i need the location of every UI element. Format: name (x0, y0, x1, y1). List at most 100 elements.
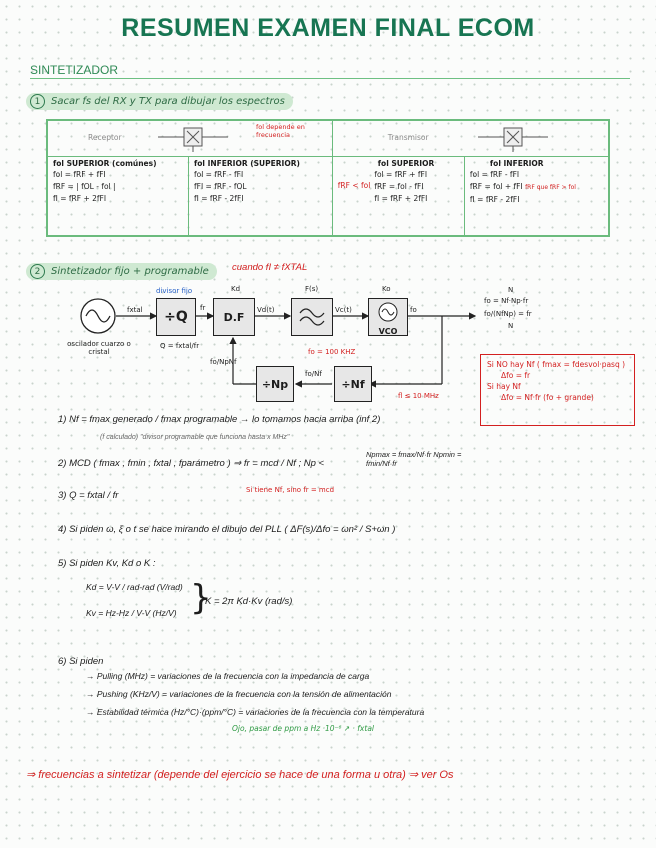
item-2-number: 2 (30, 264, 45, 279)
formula: fI = fRF + 2fFI (374, 193, 428, 203)
item-2-red-note: cuando fI ≠ fXTAL (232, 262, 308, 273)
receptor-cell: Receptor fol depende en frecuencia (46, 119, 333, 157)
item-1-heading: 1 Sacar fs del RX y TX para dibujar los … (26, 93, 293, 110)
formula: fI = fRF - 2fFI (193, 193, 244, 203)
formula: fRF = fol + fFI (469, 181, 523, 191)
step-2: 2) MCD ( fmax , fmin , fxtal , fparámetr… (58, 458, 324, 469)
page-title: RESUMEN EXAMEN FINAL ECOM (121, 14, 535, 42)
step-5-kd: Kd = V-V / rad-rad (V/rad) (86, 582, 183, 592)
step-text: Si piden Kv, Kd o K : (69, 558, 156, 569)
formula: fol = fRF - fFI (193, 169, 244, 179)
vc-label: Vc(t) (335, 306, 352, 314)
fr-label: fr (200, 304, 206, 312)
col-rx-superior: fol SUPERIOR (comúnes) fol = fRF + fFI f… (46, 155, 189, 237)
item-2-text: Sintetizador fijo + programable (51, 266, 209, 277)
step-text: Nf = fmax generado / fmax programable → … (69, 414, 381, 425)
formula: fI = fRF + 2fFI (53, 193, 107, 203)
fxtal-label: fxtal (127, 306, 143, 314)
mixer-icon (477, 127, 548, 152)
mixer-icon (158, 127, 228, 152)
step-6: 6) Si piden (58, 656, 103, 667)
n-equation: fo = Nf·Np·fr (484, 297, 529, 305)
table-body-row: fol SUPERIOR (comúnes) fol = fRF + fFI f… (46, 155, 610, 237)
step-4: 4) Si piden ω, ξ o t se hace mirando el … (58, 524, 395, 535)
step-3: 3) Q = fxtal / fr (58, 490, 118, 501)
red-note: fRF < fol (337, 180, 371, 190)
formula: fI = fRF - 2fFI (469, 194, 520, 204)
oscillator-icon (80, 298, 116, 334)
step-text: Q = fxtal / fr (69, 490, 119, 501)
vco-label: VCO (378, 327, 398, 336)
step-1: 1) Nf = fmax generado / fmax programable… (58, 414, 380, 425)
step-2-sub: Npmax = fmax/Nf·fr Npmin = fmin/Nf·fr (366, 450, 462, 468)
step-5-kv: Kv = Hz-Hz / V-V (Hz/V) (86, 608, 177, 618)
red-fo-note: fo = 100 KHZ (308, 348, 356, 356)
formula: fFI = fRF - fOL (193, 181, 247, 191)
fo-nf-label: fo/Nf (305, 370, 322, 378)
red-note: fRF que fRF > fol (525, 183, 576, 191)
spectrum-table: Receptor fol depende en frecuencia Trans… (46, 119, 610, 237)
step-number: 5) (58, 558, 67, 569)
fo-npnf-label: fo/NpNf (210, 358, 237, 366)
col-tx-superior: fol SUPERIOR fRF < fol fol = fRF + fFI f… (331, 155, 465, 237)
receptor-red-note: fol depende en frecuencia (256, 123, 305, 139)
formula: fRF = fol - fFI (374, 181, 424, 191)
col-heading: fol INFERIOR (489, 158, 544, 168)
loop-filter-block (291, 298, 333, 336)
phase-detector-block: D.F (213, 298, 255, 336)
formula: fRF = | fOL - fol | (53, 181, 116, 191)
prescaler-nf: ÷Nf (334, 366, 372, 402)
transmisor-label: Transmisor (387, 133, 429, 142)
filter-icon (299, 308, 325, 326)
kd-label: Kd (231, 285, 241, 293)
step-text: Si piden (69, 656, 104, 667)
pll-wiring (116, 312, 477, 388)
step-6-green-note: Ojo, pasar de ppm a Hz ·10⁻⁶ ↗ · fxtal (232, 724, 374, 733)
formula: fol = fRF + fFI (53, 169, 106, 179)
step-number: 2) (58, 458, 67, 469)
red-note-box: Si NO hay Nf ( fmax = fdesvol·pasq ) Δfo… (480, 354, 635, 426)
fixed-divider-q: ÷Q (156, 298, 196, 336)
oscillator-label: oscilador cuarzo o cristal (67, 340, 131, 356)
step-2-red: Si tiene Nf, sino fr = mcd (246, 486, 335, 494)
ko-label: Ko (382, 285, 391, 293)
vd-label: Vd(t) (257, 306, 275, 314)
step-5-k: K = 2π Kd·Kv (rad/s) (205, 596, 293, 607)
section-underline (30, 78, 630, 79)
final-note: ⇒ frecuencias a sintetizar (depende del … (26, 769, 454, 781)
vco-block: VCO (368, 298, 408, 336)
n-equation-2: fo/(NfNp) = fr (484, 310, 532, 318)
formula: fol = fRF - fFI (469, 169, 520, 179)
step-6-pulling: → Pulling (MHz) = variaciones de la frec… (86, 671, 370, 681)
step-text: MCD ( fmax , fmin , fxtal , fparámetro )… (69, 458, 325, 469)
step-5: 5) Si piden Kv, Kd o K : (58, 558, 156, 569)
transmisor-cell: Transmisor (331, 119, 610, 157)
vco-wave-icon (378, 302, 398, 322)
redbox-line: Si hay Nf (487, 382, 521, 391)
step-number: 4) (58, 524, 67, 535)
red-fl-note: fl ≤ 10 MHz (398, 392, 439, 400)
col-heading: fol INFERIOR (SUPERIOR) (193, 158, 300, 168)
col-heading: fol SUPERIOR (377, 158, 435, 168)
item-2-heading: 2 Sintetizador fijo + programable (26, 263, 217, 280)
fixed-divider-note: divisor fijo (156, 287, 193, 295)
step-1-note: (f calculado) "divisor programable que f… (100, 434, 290, 441)
step-number: 3) (58, 490, 67, 501)
col-tx-inferior: fol INFERIOR fol = fRF - fFI fRF = fol +… (463, 155, 610, 237)
n-top: N (508, 286, 514, 294)
step-number: 1) (58, 414, 67, 425)
q-equation: Q = fxtal/fr (160, 342, 200, 350)
brace: } (190, 578, 212, 618)
col-rx-inferior: fol INFERIOR (SUPERIOR) fol = fRF - fFI … (187, 155, 333, 237)
redbox-line: Si NO hay Nf ( fmax = fdesvol·pasq ) (487, 360, 626, 369)
step-text: Si piden ω, ξ o t se hace mirando el dib… (69, 524, 396, 535)
col-heading: fol SUPERIOR (comúnes) (53, 158, 157, 168)
step-6-thermal: → Estabilidad térmica (Hz/°C)·(ppm/°C) =… (86, 707, 425, 717)
fo-label: fo (410, 306, 417, 314)
receptor-label: Receptor (88, 133, 122, 142)
redbox-line: Δfo = Nf·fr (fo + grande) (501, 393, 594, 402)
step-number: 6) (58, 656, 67, 667)
formula: fol = fRF + fFI (374, 169, 428, 179)
step-6-pushing: → Pushing (KHz/V) = variaciones de la fr… (86, 689, 392, 699)
item-1-number: 1 (30, 94, 45, 109)
